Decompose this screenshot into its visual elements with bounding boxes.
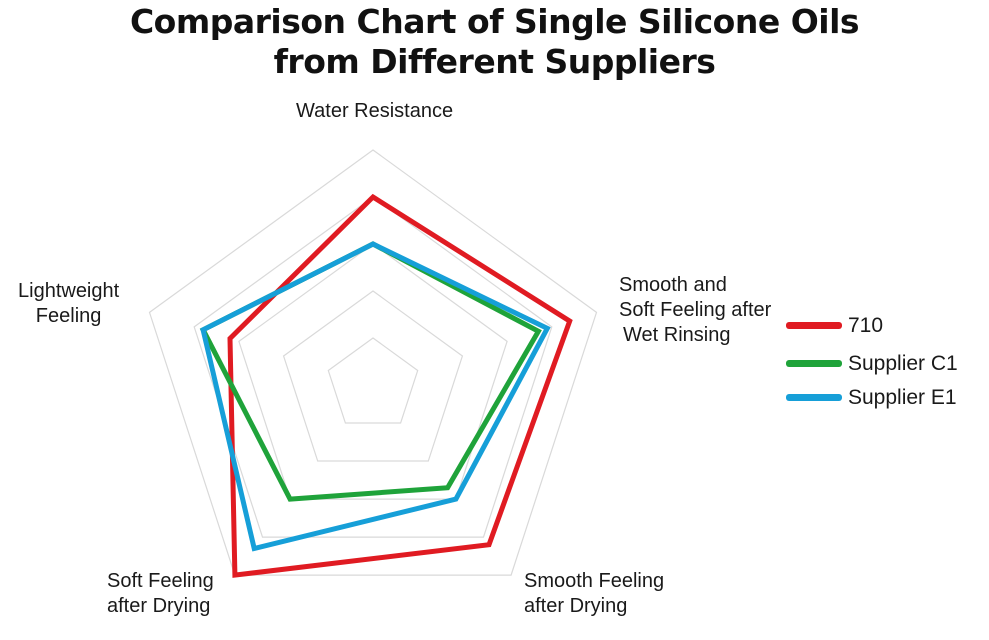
- chart-title-line-2: from Different Suppliers: [273, 42, 716, 81]
- axis-label-smooth-after-drying: Smooth Feeling after Drying: [524, 570, 665, 617]
- legend-swatch-supplier-c1: [786, 360, 842, 367]
- legend-swatch-supplier-e1: [786, 394, 842, 401]
- radar-grid: [148, 149, 598, 576]
- axis-label-soft-after-drying: Soft Feeling after Drying: [107, 570, 214, 617]
- radar-grid-ring-2: [282, 290, 464, 462]
- radar-grid-ring-4: [193, 196, 553, 538]
- axis-label-lightweight: Lightweight Feeling: [18, 280, 120, 327]
- axis-label-water-resistance: Water Resistance: [296, 100, 454, 122]
- chart-title: Comparison Chart of Single Silicone Oils…: [0, 2, 989, 82]
- radar-series: [199, 193, 573, 578]
- radar-series-710: [227, 193, 573, 578]
- radar-grid-ring-1: [327, 337, 419, 424]
- legend-swatch-710: [786, 322, 842, 329]
- legend-label-710: 710: [848, 314, 884, 337]
- chart-title-line-1: Comparison Chart of Single Silicone Oils: [129, 2, 860, 41]
- axis-label-smooth-soft-wet-rinsing: Smooth and Soft Feeling after Wet Rinsin…: [619, 274, 772, 346]
- legend-label-supplier-c1: Supplier C1: [848, 352, 958, 375]
- radar-grid-ring-3: [238, 243, 508, 500]
- legend-label-supplier-e1: Supplier E1: [848, 386, 957, 409]
- radar-series-supplier-e1: [200, 241, 551, 552]
- radar-grid-ring-5: [148, 149, 598, 576]
